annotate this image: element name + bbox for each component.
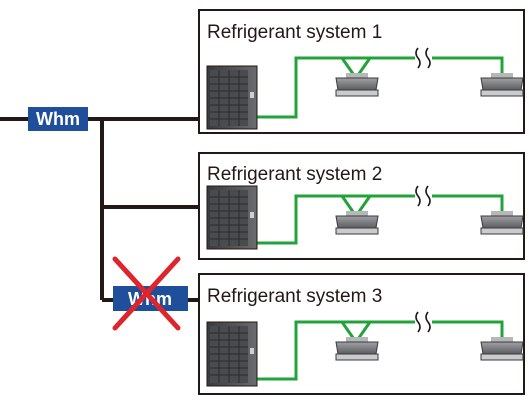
main-meter-label: Whm bbox=[36, 109, 80, 129]
system-3-title: Refrigerant system 3 bbox=[207, 286, 382, 307]
ceiling-cassette-icon bbox=[335, 73, 379, 97]
refrigerant-system-2: Refrigerant system 2 bbox=[198, 152, 525, 260]
ceiling-cassette-icon bbox=[335, 337, 379, 361]
system-1-refrigerant-pipe-b bbox=[432, 56, 504, 75]
system-3-refrigerant-pipe bbox=[256, 320, 415, 381]
pipe-break-icon bbox=[415, 311, 431, 333]
system-1-frame bbox=[198, 9, 525, 134]
outdoor-unit-icon bbox=[206, 65, 258, 130]
ceiling-cassette-icon bbox=[480, 337, 524, 361]
refrigerant-system-3: Refrigerant system 3 bbox=[198, 273, 525, 395]
system-1-title: Refrigerant system 1 bbox=[207, 22, 382, 43]
outdoor-unit-icon bbox=[206, 185, 258, 250]
system-2-refrigerant-pipe-b bbox=[432, 194, 504, 213]
ceiling-cassette-icon bbox=[480, 211, 524, 235]
system-2-title: Refrigerant system 2 bbox=[207, 164, 382, 185]
system-1-refrigerant-pipe bbox=[256, 56, 415, 119]
system-2-frame bbox=[198, 152, 525, 260]
system-2-refrigerant-pipe bbox=[256, 194, 415, 245]
main-watt-hour-meter: Whm bbox=[28, 107, 88, 131]
ceiling-cassette-icon bbox=[335, 211, 379, 235]
pipe-break-icon bbox=[415, 47, 431, 69]
power-wiring bbox=[0, 117, 199, 302]
system-3-frame bbox=[198, 273, 525, 395]
ceiling-cassette-icon bbox=[480, 73, 524, 97]
pipe-break-icon bbox=[415, 185, 431, 207]
outdoor-unit-icon bbox=[206, 321, 258, 387]
refrigerant-system-1: Refrigerant system 1 bbox=[198, 9, 525, 134]
not-allowed-cross-icon bbox=[112, 256, 181, 331]
system-3-refrigerant-pipe-b bbox=[432, 320, 504, 339]
